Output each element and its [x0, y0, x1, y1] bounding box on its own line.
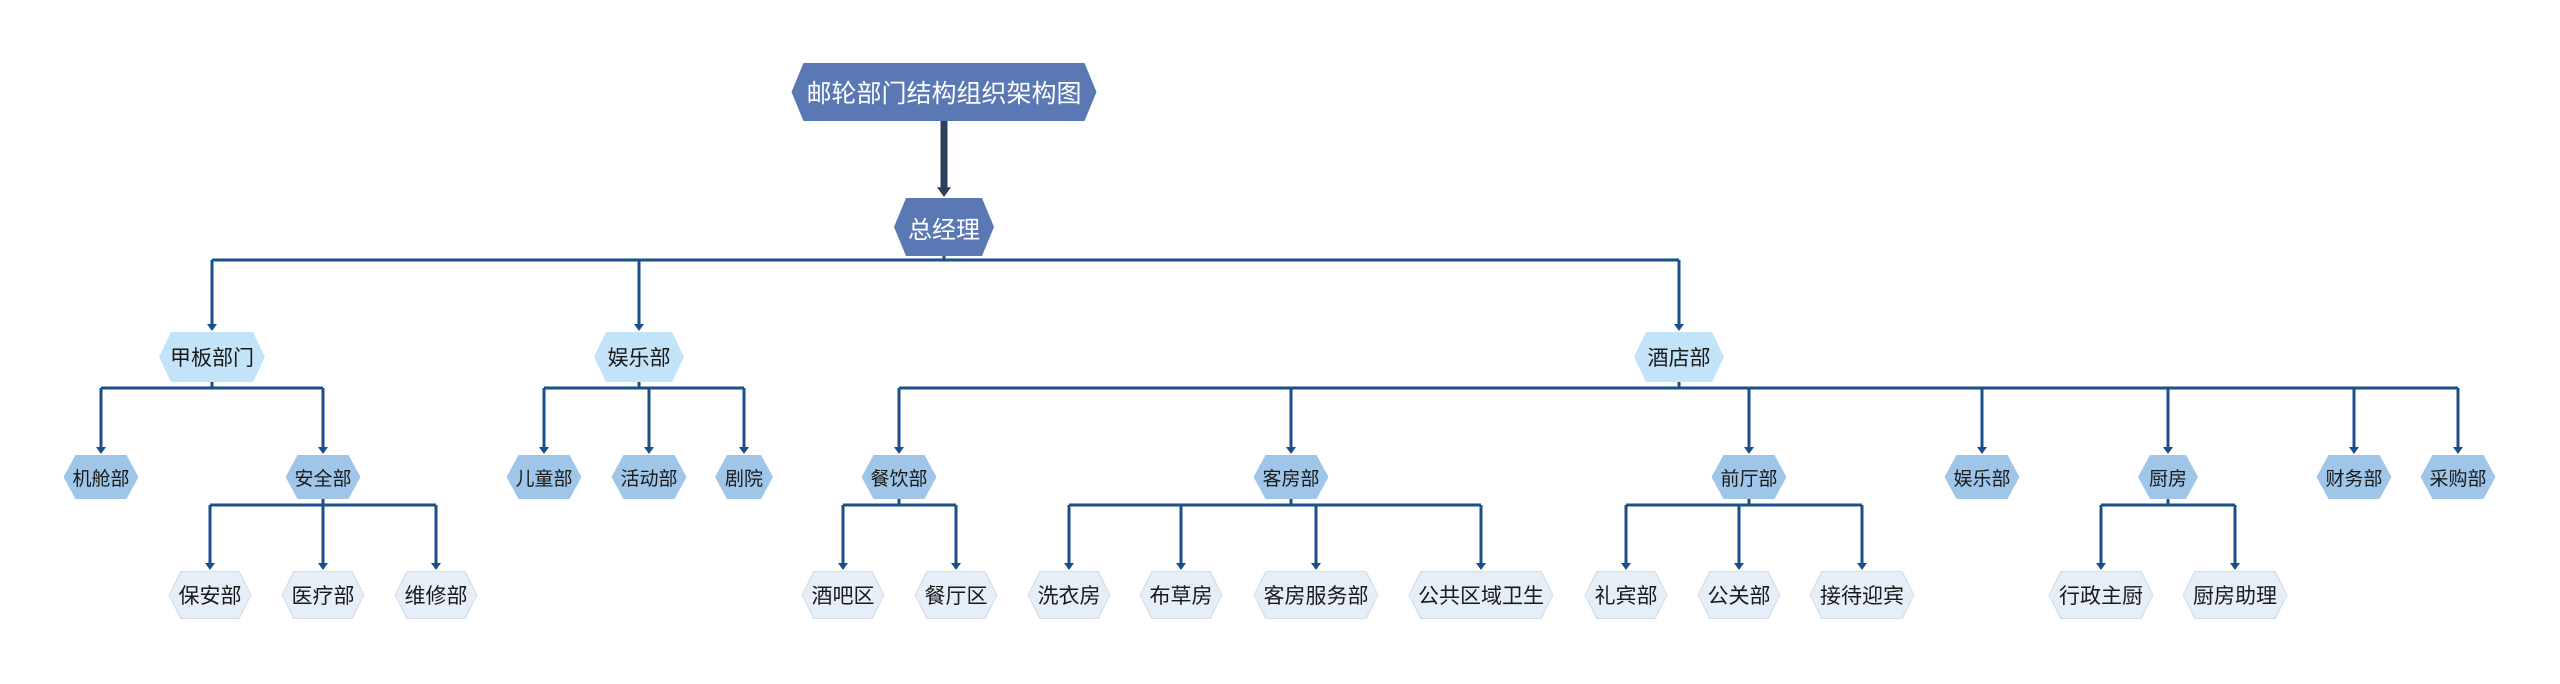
- purchasing-node: 采购部: [2421, 455, 2496, 499]
- kitchen-assistant-label: 厨房助理: [2184, 572, 2287, 618]
- reception-node: 接待迎宾: [1810, 571, 1915, 619]
- chart-title-node: 邮轮部门结构组织架构图: [792, 63, 1097, 121]
- arrowhead-icon: [318, 563, 328, 570]
- guard-node: 保安部: [169, 571, 252, 619]
- arrowhead-icon: [2230, 563, 2240, 570]
- arrowhead-icon: [2096, 563, 2106, 570]
- arrowhead-icon: [951, 563, 961, 570]
- security-node: 安全部: [286, 455, 361, 499]
- theater-node: 剧院: [715, 455, 773, 499]
- public-area-cleaning-label: 公共区域卫生: [1410, 572, 1553, 618]
- public-area-cleaning-node: 公共区域卫生: [1409, 571, 1554, 619]
- entertainment-department-node: 娱乐部: [594, 332, 684, 382]
- guard-label: 保安部: [170, 572, 251, 618]
- room-service-label: 客房服务部: [1255, 572, 1378, 618]
- general-manager-node: 总经理: [894, 198, 994, 256]
- arrowhead-icon: [634, 324, 644, 331]
- arrowhead-icon: [894, 447, 904, 454]
- kitchen-assistant-node: 厨房助理: [2183, 571, 2288, 619]
- front-office-node: 前厅部: [1712, 455, 1787, 499]
- food-beverage-node: 餐饮部: [862, 455, 937, 499]
- arrowhead-icon: [1286, 447, 1296, 454]
- medical-label: 医疗部: [283, 572, 364, 618]
- arrowhead-icon: [431, 563, 441, 570]
- arrowhead-icon: [1621, 563, 1631, 570]
- arrowhead-icon: [644, 447, 654, 454]
- maintenance-label: 维修部: [396, 572, 477, 618]
- laundry-label: 洗衣房: [1029, 572, 1110, 618]
- arrowhead-icon: [2163, 447, 2173, 454]
- arrowhead-icon: [1734, 563, 1744, 570]
- arrowhead-icon: [1857, 563, 1867, 570]
- arrowhead-icon: [2453, 447, 2463, 454]
- hotel-department-node: 酒店部: [1634, 332, 1724, 382]
- housekeeping-node: 客房部: [1254, 455, 1329, 499]
- engine-room-node: 机舱部: [64, 455, 139, 499]
- arrowhead-icon: [739, 447, 749, 454]
- arrowhead-icon: [205, 563, 215, 570]
- arrowhead-icon: [1476, 563, 1486, 570]
- arrowhead-icon: [2349, 447, 2359, 454]
- kitchen-node: 厨房: [2138, 455, 2198, 499]
- reception-label: 接待迎宾: [1811, 572, 1914, 618]
- bar-label: 酒吧区: [803, 572, 884, 618]
- bar-node: 酒吧区: [802, 571, 885, 619]
- linen-label: 布草房: [1141, 572, 1222, 618]
- medical-node: 医疗部: [282, 571, 365, 619]
- hotel-entertainment-node: 娱乐部: [1945, 455, 2020, 499]
- room-service-node: 客房服务部: [1254, 571, 1379, 619]
- restaurant-node: 餐厅区: [915, 571, 998, 619]
- public-relations-label: 公关部: [1699, 572, 1780, 618]
- arrowhead-icon: [838, 563, 848, 570]
- arrowhead-icon: [1064, 563, 1074, 570]
- arrowhead-icon: [1176, 563, 1186, 570]
- concierge-label: 礼宾部: [1586, 572, 1667, 618]
- arrowhead-icon: [937, 187, 951, 197]
- finance-node: 财务部: [2317, 455, 2392, 499]
- linen-node: 布草房: [1140, 571, 1223, 619]
- arrowhead-icon: [1674, 324, 1684, 331]
- arrowhead-icon: [1311, 563, 1321, 570]
- arrowhead-icon: [318, 447, 328, 454]
- arrowhead-icon: [1744, 447, 1754, 454]
- kids-node: 儿童部: [507, 455, 582, 499]
- restaurant-label: 餐厅区: [916, 572, 997, 618]
- concierge-node: 礼宾部: [1585, 571, 1668, 619]
- activities-node: 活动部: [612, 455, 687, 499]
- arrowhead-icon: [96, 447, 106, 454]
- arrowhead-icon: [1977, 447, 1987, 454]
- arrowhead-icon: [207, 324, 217, 331]
- deck-department-node: 甲板部门: [159, 332, 265, 382]
- public-relations-node: 公关部: [1698, 571, 1781, 619]
- maintenance-node: 维修部: [395, 571, 478, 619]
- arrowhead-icon: [539, 447, 549, 454]
- laundry-node: 洗衣房: [1028, 571, 1111, 619]
- executive-chef-node: 行政主厨: [2049, 571, 2154, 619]
- executive-chef-label: 行政主厨: [2050, 572, 2153, 618]
